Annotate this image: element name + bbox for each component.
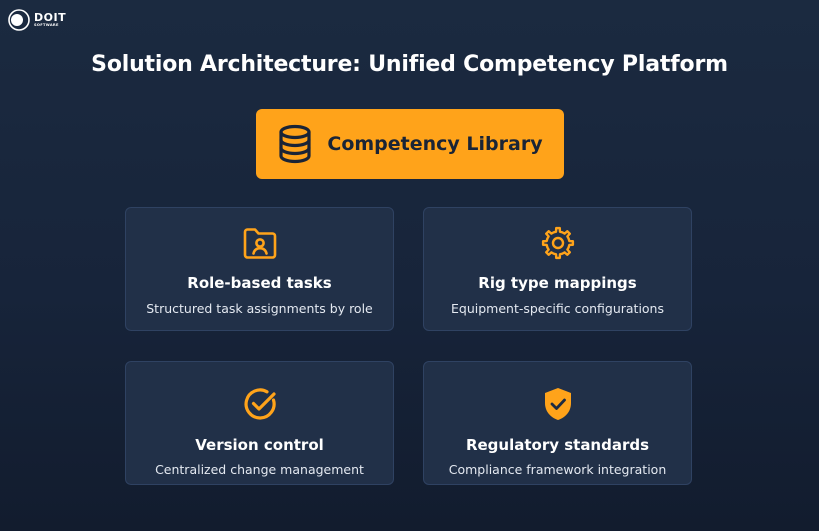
logo-text: DOIT SOFTWARE xyxy=(34,12,66,28)
competency-library-label: Competency Library xyxy=(327,133,543,155)
logo-mark-icon xyxy=(8,9,30,31)
competency-library-box: Competency Library xyxy=(256,109,564,179)
database-icon xyxy=(279,124,311,164)
card-title: Role-based tasks xyxy=(187,274,332,292)
logo-main-text: DOIT xyxy=(34,11,67,25)
logo-sub-text: SOFTWARE xyxy=(34,23,59,28)
card-title: Version control xyxy=(195,436,324,454)
card-title: Regulatory standards xyxy=(465,436,650,454)
card-description: Structured task assignments by role xyxy=(146,301,373,316)
shield-check-icon xyxy=(544,388,571,420)
card-regulatory-standards: Regulatory standards Compliance framewor… xyxy=(423,361,692,485)
card-version-control: Version control Centralized change manag… xyxy=(125,361,394,485)
logo: DOIT SOFTWARE xyxy=(8,9,66,31)
page-title: Solution Architecture: Unified Competenc… xyxy=(91,52,728,77)
card-title: Rig type mappings xyxy=(478,274,637,292)
check-circle-icon xyxy=(244,388,276,420)
card-description: Centralized change management xyxy=(155,462,364,477)
gear-icon xyxy=(541,226,574,260)
folder-user-icon xyxy=(243,228,276,259)
card-description: Equipment-specific configurations xyxy=(451,301,664,316)
card-description: Compliance framework integration xyxy=(448,462,667,477)
card-role-based-tasks: Role-based tasks Structured task assignm… xyxy=(125,207,394,331)
card-rig-type-mappings: Rig type mappings Equipment-specific con… xyxy=(423,207,692,331)
